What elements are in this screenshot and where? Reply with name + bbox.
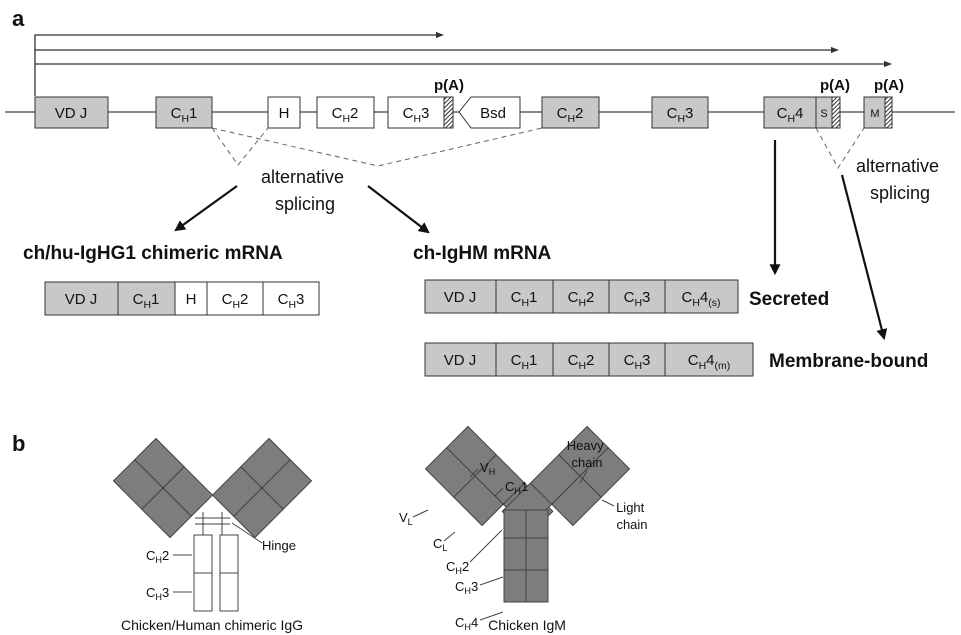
exon-s-label: S — [820, 108, 827, 120]
polyA-hatch-2 — [831, 96, 841, 129]
polyA-hatch-3 — [884, 96, 893, 129]
igm-ch1-label: CH1 — [505, 479, 528, 496]
hinge-leader — [231, 522, 263, 544]
panel-a-label: a — [12, 6, 25, 31]
light-chain-label: Light chain — [616, 500, 648, 532]
exon-ch1 — [155, 96, 213, 129]
splice-lines — [211, 127, 865, 169]
igm-cl-label: CL — [433, 536, 447, 553]
chimeric-h: H — [186, 291, 197, 308]
exon-ch2-label: CH2 — [557, 105, 584, 125]
exon-ch4-label: CH4 — [777, 105, 804, 125]
transcript-arrows — [34, 31, 892, 96]
membrane-ch4: CH4(m) — [688, 352, 731, 372]
secreted-ch3: CH3 — [624, 289, 651, 309]
splice-chimeric — [211, 127, 269, 166]
secreted-label: Secreted — [749, 289, 829, 310]
secreted-vdj: VD J — [444, 289, 477, 306]
membrane-ch3: CH3 — [624, 352, 651, 372]
splice-igm — [211, 127, 543, 167]
igm-membrane-mrna-bar — [424, 342, 754, 377]
igm-vl-leader — [412, 509, 429, 518]
mrna-chimeric-title: ch/hu-IgHG1 chimeric mRNA — [23, 243, 283, 264]
exon-hu-ch3-label: CH3 — [403, 105, 430, 125]
secreted-ch4: CH4(s) — [681, 289, 720, 309]
chimeric-vdj: VD J — [65, 291, 98, 308]
membrane-ch1: CH1 — [511, 352, 538, 372]
igm-ch4-leader — [479, 611, 504, 621]
polyA-hatch-1 — [443, 96, 454, 129]
exon-ch3 — [651, 96, 709, 129]
igm-vl-label: VL — [399, 510, 413, 527]
arrow-to-chimeric — [174, 185, 238, 232]
chimeric-mrna-bar — [44, 281, 320, 316]
exon-ch2 — [541, 96, 600, 129]
exon-hinge — [267, 96, 301, 129]
igm-molecule — [424, 425, 631, 603]
igg-ch3-label: CH3 — [146, 585, 169, 602]
polyA-label-1: p(A) — [434, 77, 464, 94]
secreted-ch1: CH1 — [511, 289, 538, 309]
membrane-label: Membrane-bound — [769, 351, 928, 372]
exon-ch3-label: CH3 — [667, 105, 694, 125]
light-chain-leader — [601, 499, 615, 507]
alt-splicing-label-1: alternative splicing — [261, 167, 349, 214]
arrow-to-igm — [367, 185, 430, 234]
panel-b-label: b — [12, 431, 25, 456]
polyA-label-2: p(A) — [820, 77, 850, 94]
gene-exons — [34, 96, 893, 129]
igm-ch4-label: CH4 — [455, 615, 478, 632]
splice-membrane — [815, 127, 865, 169]
igg-caption: Chicken/Human chimeric IgG — [121, 617, 303, 633]
igm-secreted-mrna-bar — [424, 279, 739, 314]
igg-molecule — [112, 437, 313, 612]
exon-hu-ch2-label: CH2 — [332, 105, 359, 125]
chimeric-ch2: CH2 — [222, 291, 249, 311]
bsd-label: Bsd — [480, 105, 506, 122]
alt-splicing-label-2: alternative splicing — [856, 156, 944, 203]
transcript-arrow-short — [34, 31, 444, 96]
igg-ch2-label: CH2 — [146, 548, 169, 565]
igm-caption: Chicken IgM — [488, 617, 566, 633]
heavy-chain-label: Heavy chain — [567, 438, 607, 470]
igm-cl-leader — [443, 531, 456, 542]
hinge-label: Hinge — [262, 538, 296, 553]
polyA-label-3: p(A) — [874, 77, 904, 94]
exon-m-label: M — [870, 108, 879, 120]
secreted-ch2: CH2 — [568, 289, 595, 309]
igm-ch2-label: CH2 — [446, 559, 469, 576]
igm-ch3-label: CH3 — [455, 579, 478, 596]
splice-arrows — [174, 140, 888, 341]
exon-hinge-label: H — [279, 105, 290, 122]
chimeric-ch1: CH1 — [133, 291, 160, 311]
exon-ch1-label: CH1 — [171, 105, 198, 125]
igm-vh-leader — [469, 468, 479, 478]
bsd-cassette — [458, 96, 521, 129]
exon-vdj-label: VD J — [55, 105, 88, 122]
igm-ch1-leader — [494, 487, 504, 497]
exon-hu-ch2 — [316, 96, 375, 129]
membrane-ch2: CH2 — [568, 352, 595, 372]
membrane-vdj: VD J — [444, 352, 477, 369]
arrow-to-membrane — [840, 174, 888, 341]
chimeric-ch3: CH3 — [278, 291, 305, 311]
igm-ch2-leader — [469, 529, 503, 563]
exon-vdj — [34, 96, 109, 129]
exon-ch4 — [763, 96, 817, 129]
heavy-chain-leader — [579, 470, 588, 484]
igm-ch3-leader — [479, 576, 504, 586]
igm-vh-label: VH — [480, 460, 495, 477]
mrna-chm-title: ch-IgHM mRNA — [413, 243, 552, 264]
